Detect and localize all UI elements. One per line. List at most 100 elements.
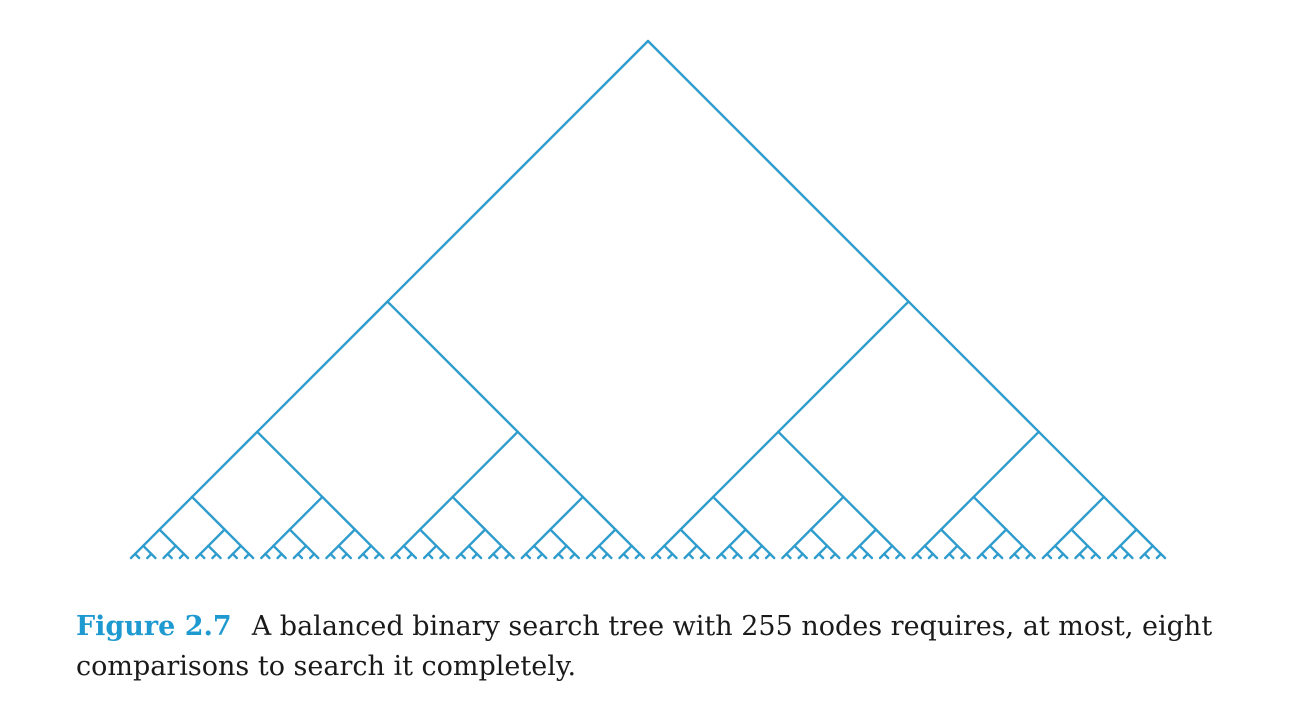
tree-edge-d5-12	[166, 544, 177, 556]
tree-edge-d4-177	[858, 528, 878, 547]
tree-edge-d4-232	[1070, 528, 1089, 547]
tree-edge-d5-150	[728, 544, 739, 556]
tree-edge-d5-198	[923, 544, 935, 556]
tree-edge-d5-213	[988, 544, 1000, 556]
tree-edge-d5-147	[720, 544, 731, 556]
tree-edge-d6-168	[801, 552, 808, 560]
tree-edge-d3-3	[158, 495, 194, 531]
tree-edge-d4-105	[549, 528, 568, 547]
tree-edge-d6-219	[1013, 552, 1020, 560]
tree-edge-d5-251	[1151, 544, 1163, 556]
tree-edge-d5-90	[492, 544, 503, 556]
tree-edge-d4-89	[483, 528, 503, 547]
tree-edge-d6-123	[622, 552, 629, 560]
tree-edge-d5-217	[1013, 544, 1024, 556]
tree-edge-d5-75	[426, 544, 438, 556]
tree-edge-d5-5	[133, 544, 145, 556]
tree-edge-d5-220	[1021, 544, 1032, 556]
tree-edge-d6-48	[312, 552, 320, 560]
tree-edge-d0-0	[386, 39, 650, 303]
tree-edge-d5-178	[850, 544, 861, 556]
tree-edge-d6-101	[524, 552, 532, 560]
tree-edge-d5-157	[760, 544, 772, 556]
tree-edge-d2-96	[516, 430, 585, 499]
tree-edge-d3-161	[809, 495, 845, 531]
tree-edge-d5-109	[565, 544, 576, 556]
tree-edge-d6-70	[394, 552, 401, 560]
tree-edge-d4-82	[467, 528, 487, 547]
tree-edge-d6-212	[980, 552, 988, 560]
tree-edge-d5-58	[361, 544, 373, 556]
tree-edge-d5-51	[329, 544, 340, 556]
tree-edge-d5-124	[630, 544, 642, 556]
tree-edge-d5-117	[597, 544, 609, 556]
tree-edge-d5-68	[394, 544, 405, 556]
tree-edge-d4-169	[809, 528, 829, 547]
tree-edge-d5-78	[435, 544, 446, 556]
tree-edge-d5-236	[1086, 544, 1098, 556]
tree-edge-d4-120	[614, 528, 633, 547]
tree-edge-d5-15	[174, 544, 186, 556]
tree-edge-d5-154	[752, 544, 764, 556]
tree-edge-d3-239	[1102, 495, 1138, 531]
tree-edge-d6-45	[296, 552, 304, 560]
tree-edge-d5-43	[296, 544, 308, 556]
tree-edge-d5-23	[207, 544, 218, 556]
tree-edge-d6-126	[638, 552, 646, 560]
tree-edge-d6-17	[182, 552, 190, 560]
tree-edge-d5-132	[654, 544, 666, 556]
tree-edge-d4-153	[744, 528, 764, 547]
tree-edge-d5-39	[272, 544, 283, 556]
tree-edge-d5-185	[882, 544, 894, 556]
tree-edge-d6-253	[1159, 552, 1167, 560]
tree-edge-d0-127	[646, 39, 910, 303]
tree-edge-d6-116	[589, 552, 597, 560]
tree-edge-d6-231	[1062, 552, 1069, 560]
tree-edge-d6-108	[557, 552, 564, 560]
tree-edge-d4-146	[728, 528, 747, 547]
tree-edge-d4-19	[207, 528, 226, 547]
tree-edge-d6-190	[899, 552, 906, 560]
tree-edge-d3-97	[549, 495, 585, 531]
tree-edge-d5-244	[1119, 544, 1130, 556]
tree-edge-d6-137	[671, 552, 678, 560]
tree-edge-d5-54	[337, 544, 348, 556]
tree-edge-d6-175	[834, 552, 841, 560]
tree-edge-d3-224	[1070, 495, 1106, 531]
tree-edge-d6-95	[508, 552, 515, 560]
tree-edge-d5-27	[231, 544, 243, 556]
tree-edge-d5-30	[239, 544, 251, 556]
tree-edge-d1-191	[907, 300, 1041, 433]
tree-edge-d4-162	[793, 528, 813, 547]
tree-edge-d3-176	[842, 495, 878, 531]
tree-edge-d6-228	[1045, 552, 1053, 560]
tree-edge-d5-233	[1078, 544, 1089, 556]
tree-edge-d3-34	[288, 495, 324, 531]
tree-edge-d4-74	[418, 528, 438, 547]
figure-caption-text: A balanced binary search tree with 255 n…	[76, 611, 1213, 682]
tree-edge-d4-4	[142, 528, 161, 547]
tree-edge-d4-98	[532, 528, 552, 547]
tree-edge-d3-208	[972, 495, 1008, 531]
tree-edge-d5-139	[687, 544, 699, 556]
tree-edge-d5-86	[467, 544, 479, 556]
tree-edge-d5-166	[793, 544, 804, 556]
tree-edge-d5-241	[1110, 544, 1122, 556]
tree-edge-d3-66	[418, 495, 454, 531]
tree-edge-d4-67	[402, 528, 422, 547]
tree-edge-d4-35	[272, 528, 291, 547]
tree-edge-d4-57	[353, 528, 373, 547]
tree-edge-d6-187	[882, 552, 890, 560]
tree-edge-d6-56	[345, 552, 353, 560]
tree-edge-d1-64	[386, 300, 519, 433]
tree-edge-d5-229	[1053, 544, 1065, 556]
tree-edge-d4-216	[1005, 528, 1024, 547]
tree-edge-d6-238	[1094, 552, 1102, 560]
tree-edge-d4-184	[874, 528, 894, 547]
tree-edge-d6-149	[720, 552, 727, 560]
tree-edge-d5-195	[915, 544, 927, 556]
tree-edge-d5-61	[369, 544, 381, 556]
tree-edge-d4-194	[923, 528, 943, 547]
tree-edge-d2-33	[256, 430, 324, 499]
tree-edge-d6-38	[264, 552, 271, 560]
